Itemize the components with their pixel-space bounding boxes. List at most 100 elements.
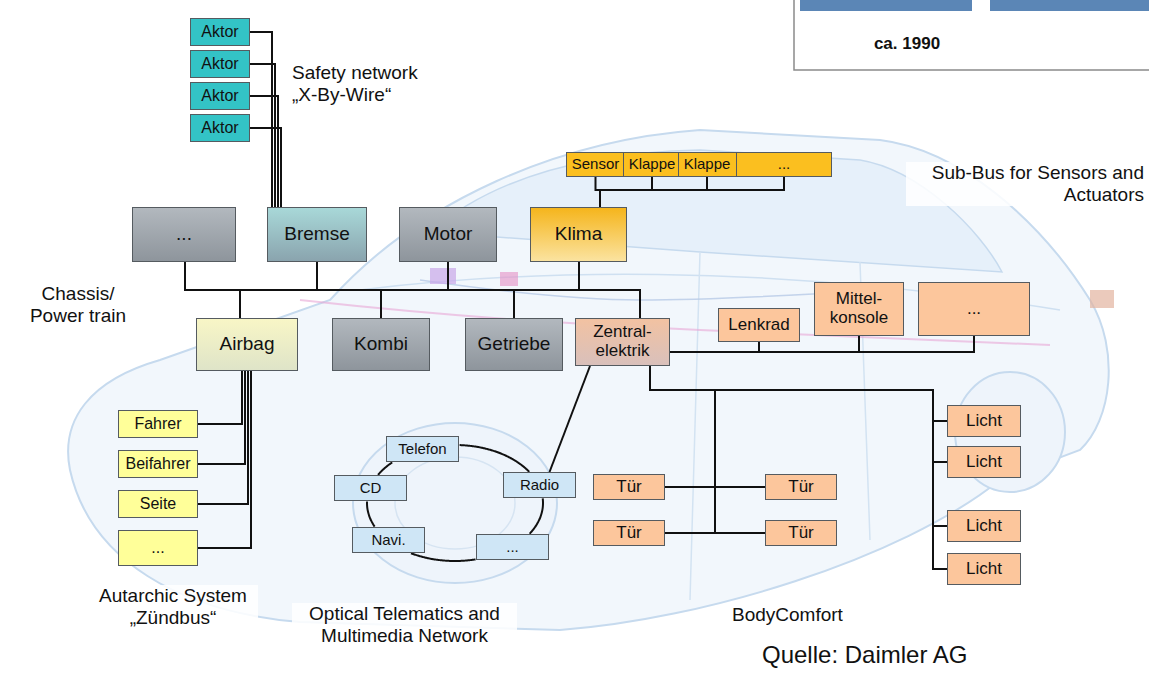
bus-line bbox=[550, 366, 591, 472]
ecu-box: Kombi bbox=[332, 318, 430, 371]
network-label: Chassis/ Power train bbox=[18, 283, 138, 327]
box-text: Motor bbox=[424, 224, 473, 245]
bus-line bbox=[411, 553, 476, 561]
bus-line bbox=[198, 371, 245, 464]
box-text: Tür bbox=[788, 524, 814, 543]
bus-line bbox=[650, 366, 947, 421]
front-wheel bbox=[353, 423, 557, 583]
ecu-box: Klima bbox=[530, 207, 627, 262]
network-label: Autarchic System „Zündbus“ bbox=[88, 585, 258, 629]
bus-line bbox=[514, 262, 579, 318]
telematics-box: Telefon bbox=[386, 436, 459, 462]
box-text: Radio bbox=[520, 477, 559, 494]
bus-line bbox=[250, 96, 278, 207]
bus-line bbox=[198, 371, 242, 424]
box-text: Beifahrer bbox=[126, 455, 191, 473]
cabin-component bbox=[1090, 290, 1114, 308]
bus-line bbox=[650, 366, 715, 533]
ecu-box: ... bbox=[132, 207, 236, 262]
box-text: Bremse bbox=[284, 224, 349, 245]
flap-box: Klappe bbox=[678, 152, 737, 177]
box-text: Lenkrad bbox=[728, 316, 789, 335]
engine-component bbox=[500, 272, 518, 286]
airbag-box: Fahrer bbox=[118, 410, 198, 438]
bus-line bbox=[250, 64, 275, 207]
airbag-box: ... bbox=[118, 530, 198, 566]
inset-frame bbox=[794, 0, 1149, 70]
box-text: Tür bbox=[616, 478, 642, 497]
sensor-box: Sensor bbox=[566, 152, 626, 177]
door-box: Tür bbox=[593, 474, 665, 500]
box-text: Kombi bbox=[354, 334, 408, 355]
telematics-box: Radio bbox=[503, 472, 576, 498]
box-text: Aktor bbox=[201, 87, 238, 105]
telematics-box: Navi. bbox=[352, 527, 425, 553]
box-text: CD bbox=[360, 480, 382, 497]
bus-line bbox=[367, 501, 375, 526]
year-label: ca. 1990 bbox=[847, 34, 967, 54]
telematics-box: ... bbox=[476, 534, 549, 560]
ecu-box: Motor bbox=[399, 207, 497, 262]
box-text: Licht bbox=[966, 517, 1002, 536]
box-text: Getriebe bbox=[478, 334, 551, 355]
bus-line bbox=[448, 262, 514, 318]
bus-line bbox=[250, 128, 281, 207]
bus-line bbox=[600, 177, 784, 207]
light-box: Licht bbox=[947, 405, 1021, 437]
airbag-box: Seite bbox=[118, 490, 198, 518]
bus-line bbox=[530, 498, 543, 533]
box-text: Mittel- konsole bbox=[819, 290, 899, 327]
network-label: Safety network „X-By-Wire“ bbox=[290, 62, 440, 106]
box-text: Aktor bbox=[201, 23, 238, 41]
comfort-box: ... bbox=[918, 282, 1030, 336]
bus-line bbox=[650, 366, 947, 569]
ecu-box: Bremse bbox=[267, 207, 367, 262]
inset-header-bar bbox=[990, 0, 1149, 11]
box-text: Licht bbox=[966, 453, 1002, 472]
box-text: ... bbox=[506, 539, 519, 556]
ecu-box: Getriebe bbox=[465, 318, 563, 371]
door-box: Tür bbox=[593, 520, 665, 546]
actuator-box: Aktor bbox=[190, 82, 250, 110]
actuator-box: Aktor bbox=[190, 18, 250, 46]
network-label: Sub-Bus for Sensors and Actuators bbox=[906, 162, 1146, 206]
actuator-box: Aktor bbox=[190, 114, 250, 142]
box-text: Tür bbox=[616, 524, 642, 543]
bus-line bbox=[460, 445, 530, 472]
comfort-box: Mittel- konsole bbox=[814, 282, 904, 336]
door-box: Tür bbox=[765, 474, 837, 500]
light-box: Licht bbox=[947, 446, 1021, 478]
comfort-box: Lenkrad bbox=[718, 308, 800, 342]
bus-line bbox=[198, 371, 251, 548]
box-text: Tür bbox=[788, 478, 814, 497]
bus-line bbox=[317, 262, 381, 318]
gateway-box: Zentral- elektrik bbox=[575, 318, 670, 366]
bus-line bbox=[185, 262, 240, 318]
actuator-box: Aktor bbox=[190, 50, 250, 78]
bus-line bbox=[381, 262, 448, 318]
bus-line bbox=[650, 366, 947, 462]
box-text: Airbag bbox=[220, 334, 275, 355]
door-box: Tür bbox=[765, 520, 837, 546]
box-text: Klappe bbox=[684, 156, 731, 173]
bus-line bbox=[378, 462, 392, 475]
ecu-box: Airbag bbox=[196, 318, 298, 371]
box-text: Aktor bbox=[201, 55, 238, 73]
box-text: Klappe bbox=[629, 156, 676, 173]
box-text: Sensor bbox=[572, 156, 620, 173]
engine-component bbox=[430, 268, 456, 284]
box-text: ... bbox=[967, 300, 981, 319]
box-text: ... bbox=[151, 539, 164, 557]
box-text: Navi. bbox=[371, 532, 405, 549]
sub-bus-box: ... bbox=[736, 152, 832, 177]
box-text: Licht bbox=[966, 560, 1002, 579]
bus-line bbox=[670, 342, 759, 352]
bus-line bbox=[650, 366, 765, 533]
box-text: Klima bbox=[555, 224, 603, 245]
box-text: Licht bbox=[966, 412, 1002, 431]
telematics-box: CD bbox=[334, 475, 407, 501]
airbag-box: Beifahrer bbox=[118, 450, 198, 478]
box-text: ... bbox=[176, 224, 192, 245]
network-label: BodyComfort bbox=[730, 604, 860, 626]
box-text: Zentral- elektrik bbox=[580, 323, 665, 360]
